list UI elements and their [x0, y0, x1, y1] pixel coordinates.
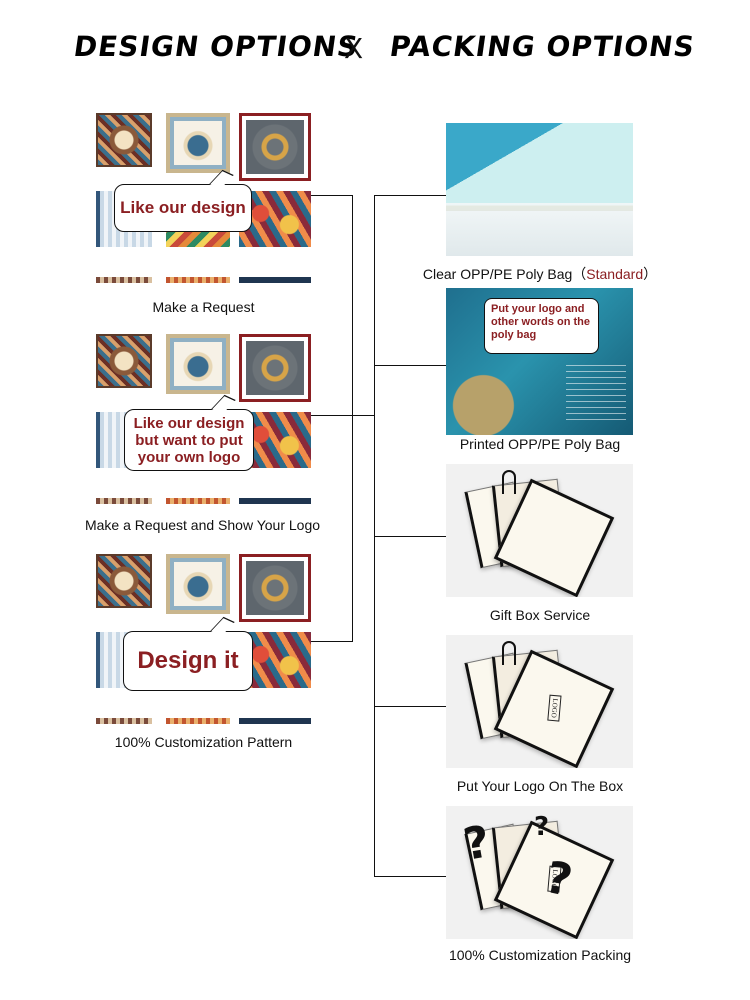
scarf-thumbnail	[166, 718, 230, 724]
design-option-caption: Make a Request and Show Your Logo	[84, 517, 321, 533]
selected-scarf-thumbnail	[239, 334, 311, 402]
selected-scarf-thumbnail	[239, 554, 311, 622]
connector-line	[374, 706, 446, 707]
speech-bubble: Design it	[123, 631, 253, 691]
scarf-thumbnail	[96, 718, 152, 724]
scarf-thumbnail	[96, 498, 152, 504]
bubble-line: Like our design	[133, 415, 245, 432]
design-option-caption: Make a Request	[152, 299, 255, 315]
caption-text: Clear OPP/PE Poly Bag	[422, 266, 573, 282]
packing-option-caption: Gift Box Service	[489, 607, 591, 623]
bubble-line: but want to put	[135, 432, 243, 449]
scarf-thumbnail	[96, 334, 152, 388]
scarf-thumbnail	[166, 113, 230, 173]
scarf-thumbnail	[166, 334, 230, 394]
bag-sheen	[446, 203, 633, 256]
clear-poly-bag-image	[446, 123, 633, 256]
note-line: other words on the	[491, 316, 590, 328]
connector-line	[311, 641, 353, 642]
connector-line	[374, 365, 446, 366]
note-line: poly bag	[491, 329, 537, 341]
gift-box-image	[446, 464, 633, 597]
printed-text-area	[566, 360, 626, 420]
ribbon-icon	[502, 470, 516, 494]
connector-line	[374, 195, 446, 196]
packing-option-caption: Clear OPP/PE Poly Bag（Standard）	[400, 264, 680, 284]
connector-line	[374, 536, 446, 537]
caption-paren-open: （	[572, 266, 587, 282]
connector-line	[311, 415, 374, 416]
scarf-thumbnail	[239, 277, 311, 283]
standard-label: Standard	[586, 266, 644, 282]
title-separator: X	[344, 32, 364, 65]
selected-scarf-thumbnail	[239, 113, 311, 181]
packing-option-caption: Put Your Logo On The Box	[456, 778, 624, 794]
box-logo: LOGO	[547, 694, 562, 722]
scarf-thumbnail	[239, 718, 311, 724]
bubble-line: your own logo	[137, 449, 241, 466]
scarf-thumbnail	[239, 498, 311, 504]
caption-paren-close: ）	[643, 266, 658, 282]
scarf-thumbnail	[166, 498, 230, 504]
packing-option-caption: 100% Customization Packing	[448, 947, 632, 963]
ribbon-icon	[502, 641, 516, 665]
packing-options-title: PACKING OPTIONS	[387, 30, 698, 63]
speech-bubble: Like our design	[114, 184, 252, 232]
scarf-thumbnail	[166, 554, 230, 614]
logo-note-bubble: Put your logo and other words on the pol…	[484, 298, 599, 354]
design-option-caption: 100% Customization Pattern	[114, 734, 293, 750]
custom-packing-image: LOGO ? ? ?	[446, 806, 633, 939]
scarf-thumbnail	[166, 277, 230, 283]
connector-line	[374, 876, 446, 877]
question-mark-icon: ?	[459, 816, 494, 871]
design-options-title: DESIGN OPTIONS	[71, 30, 361, 63]
question-mark-icon: ?	[534, 812, 550, 842]
packing-option-caption: Printed OPP/PE Poly Bag	[459, 436, 621, 452]
page-title: DESIGN OPTIONS X PACKING OPTIONS	[0, 30, 750, 74]
connector-line	[311, 195, 353, 196]
scarf-thumbnail	[96, 277, 152, 283]
speech-bubble: Like our design but want to put your own…	[124, 409, 254, 471]
printed-poly-bag-image: Put your logo and other words on the pol…	[446, 288, 633, 435]
scarf-thumbnail	[96, 554, 152, 608]
connector-line	[352, 195, 353, 642]
logo-box-image: LOGO	[446, 635, 633, 768]
note-line: Put your logo and	[491, 303, 585, 315]
scarf-thumbnail	[96, 113, 152, 167]
